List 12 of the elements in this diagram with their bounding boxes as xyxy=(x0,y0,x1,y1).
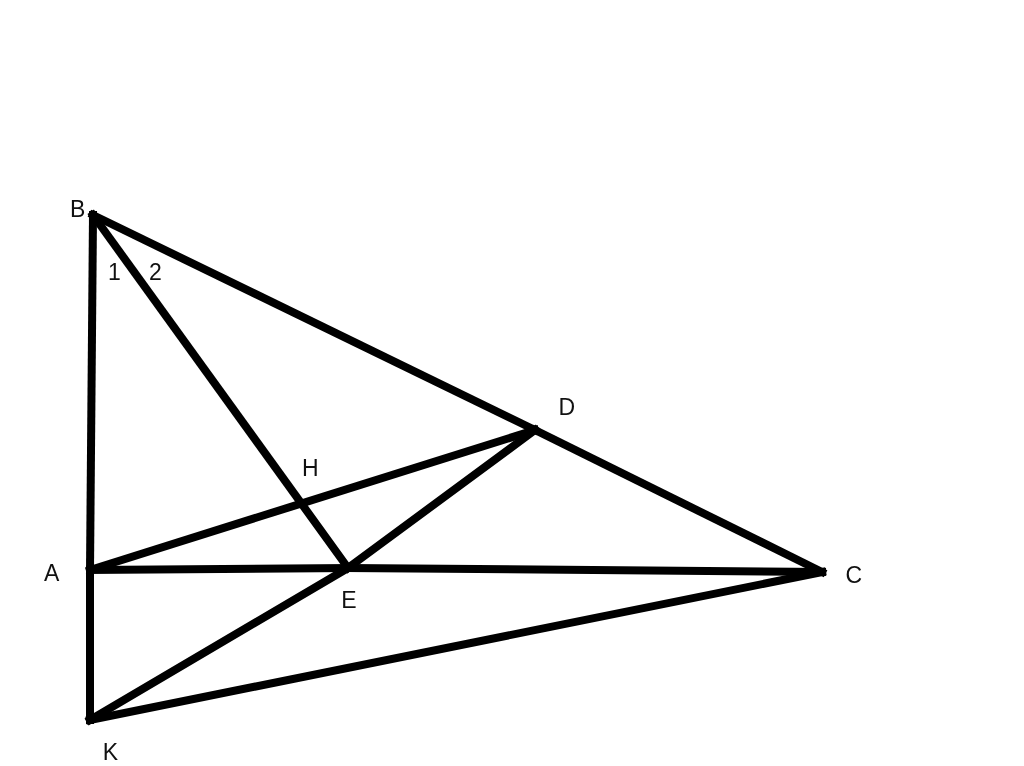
vertex-label: B xyxy=(70,198,93,222)
vertex-label: K xyxy=(90,720,118,764)
vertex-label: C xyxy=(822,562,862,588)
line-segment xyxy=(531,426,826,576)
point-label: H xyxy=(302,457,319,480)
vertex-label: E xyxy=(336,568,362,612)
angle-label: 2 xyxy=(149,261,162,284)
vertex-label: D xyxy=(535,396,575,430)
vertex-label: A xyxy=(44,560,90,586)
line-segment xyxy=(86,568,826,724)
line-segment xyxy=(344,426,539,572)
angle-label: 1 xyxy=(108,261,121,284)
